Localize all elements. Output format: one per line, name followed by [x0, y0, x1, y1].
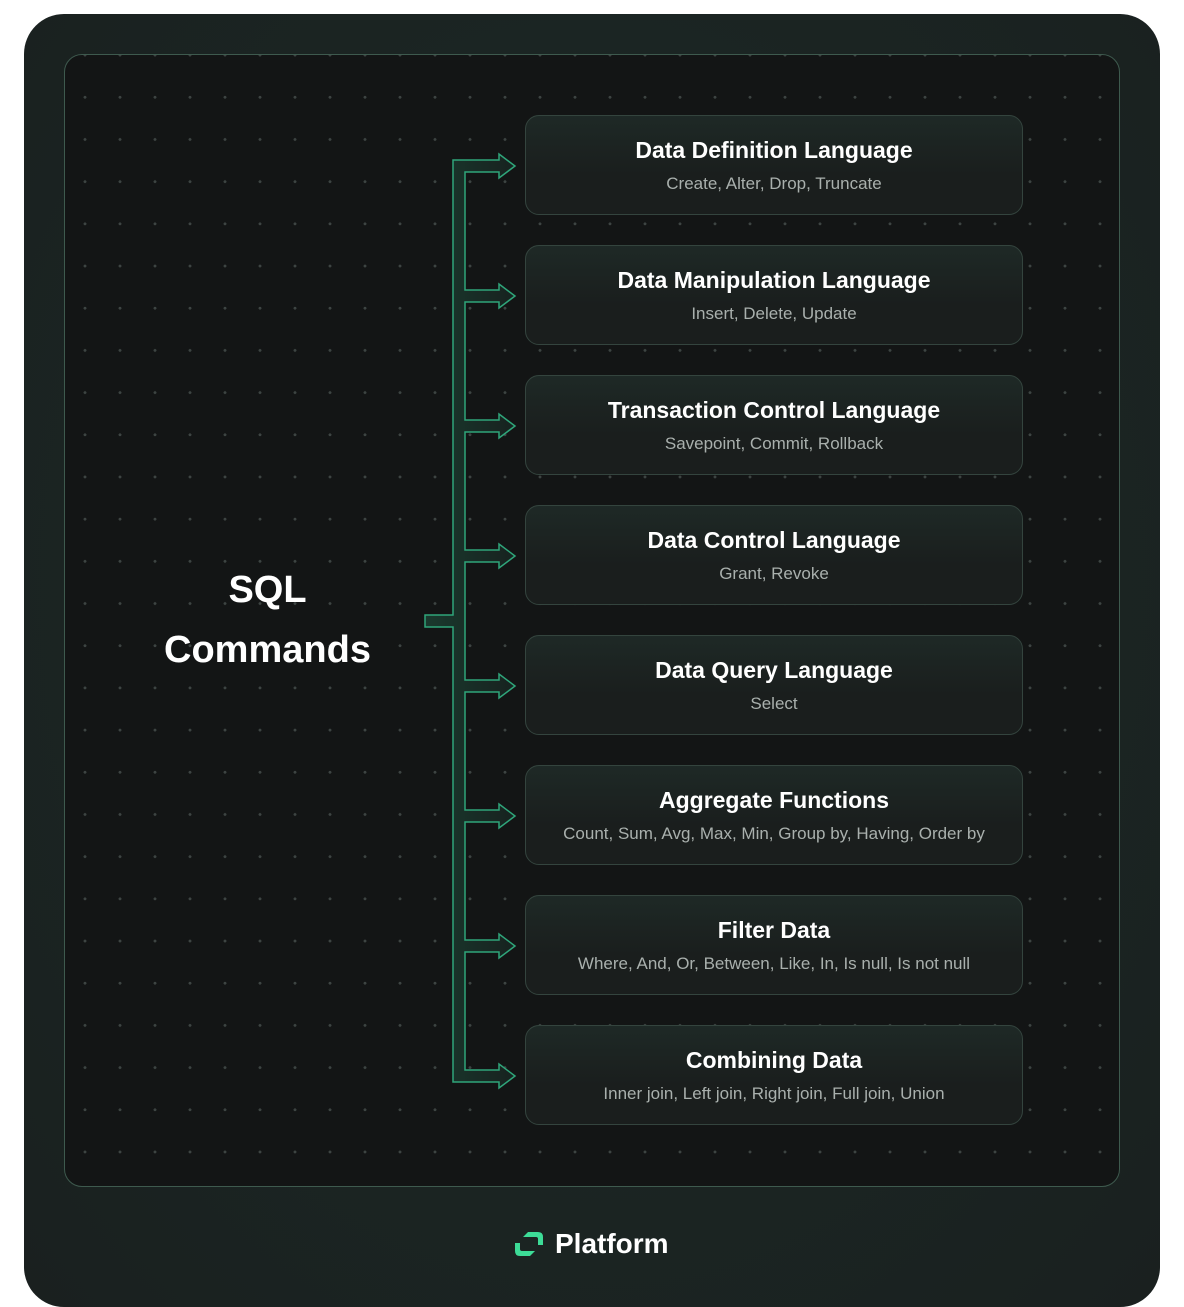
category-commands: Create, Alter, Drop, Truncate: [666, 174, 882, 193]
brand-name: Platform: [555, 1228, 669, 1259]
title-line-2: Commands: [164, 629, 371, 671]
category-commands: Inner join, Left join, Right join, Full …: [603, 1084, 945, 1103]
category-name: Data Definition Language: [635, 137, 913, 163]
category-commands: Insert, Delete, Update: [691, 304, 857, 323]
category-commands: Grant, Revoke: [719, 564, 829, 583]
root-node-title: SQL Commands: [130, 560, 405, 680]
diagram-panel: [64, 54, 1120, 1187]
category-name: Data Manipulation Language: [617, 267, 931, 293]
category-name: Transaction Control Language: [607, 397, 941, 423]
category-commands: Select: [750, 694, 798, 713]
category-commands: Count, Sum, Avg, Max, Min, Group by, Hav…: [563, 824, 985, 843]
brand-logo: Platform: [512, 1228, 669, 1260]
category-name: Filter Data: [717, 917, 831, 943]
category-name: Aggregate Functions: [658, 787, 889, 813]
branch-connector: [424, 152, 517, 1090]
category-commands: Savepoint, Commit, Rollback: [664, 434, 884, 453]
category-name: Data Control Language: [647, 527, 901, 553]
title-line-1: SQL: [228, 569, 307, 611]
category-name: Combining Data: [685, 1047, 863, 1073]
platform-logo-icon: [515, 1232, 543, 1256]
category-name: Data Query Language: [655, 657, 893, 683]
category-commands: Where, And, Or, Between, Like, In, Is nu…: [577, 954, 971, 973]
